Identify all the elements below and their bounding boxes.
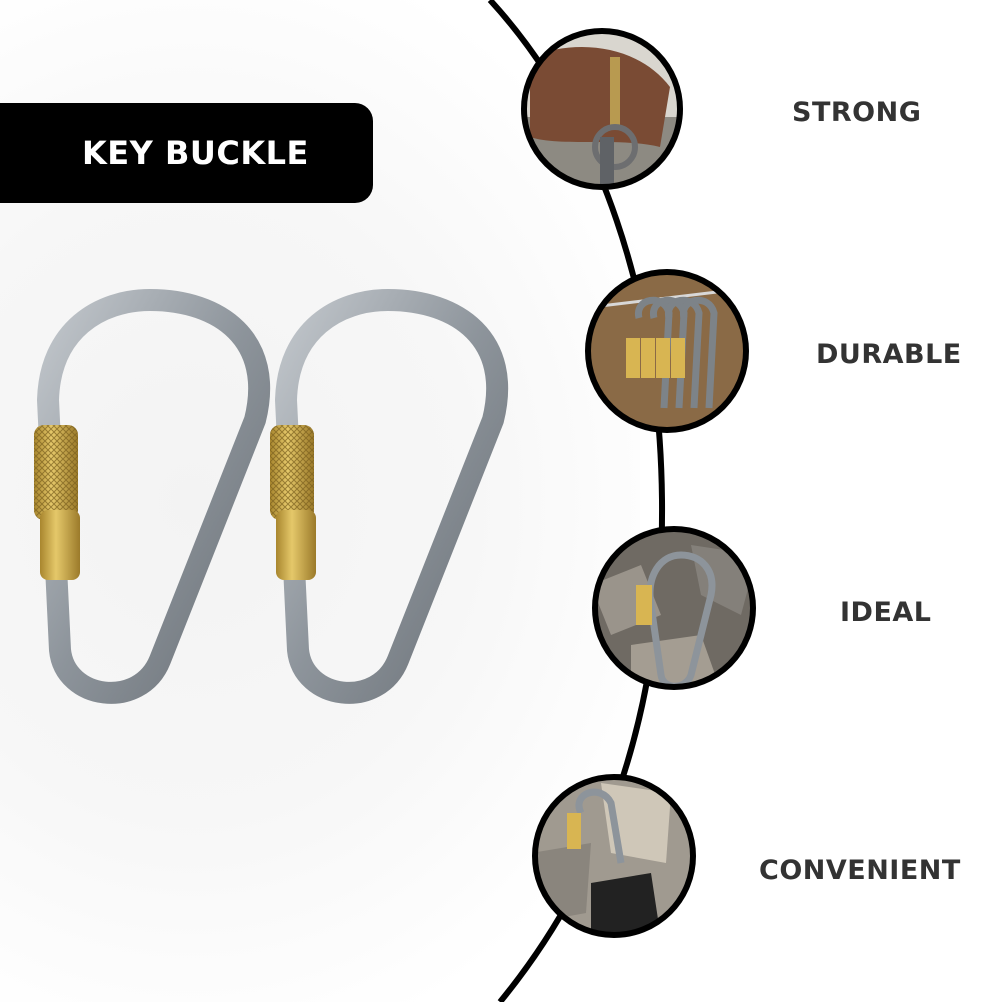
title-banner: KEY BUCKLE <box>0 103 373 203</box>
feature-label-convenient: CONVENIENT <box>759 855 961 886</box>
feature-photo-ideal <box>592 526 756 690</box>
feature-label-durable: DURABLE <box>816 339 962 370</box>
page-title: KEY BUCKLE <box>82 134 309 172</box>
feature-photo-convenient <box>532 774 696 938</box>
feature-label-strong: STRONG <box>792 97 922 128</box>
feature-photo-durable <box>585 269 749 433</box>
feature-label-ideal: IDEAL <box>840 597 932 628</box>
carabiner-right <box>270 289 509 704</box>
feature-photo-strong <box>521 28 683 190</box>
carabiner-left <box>34 289 271 704</box>
